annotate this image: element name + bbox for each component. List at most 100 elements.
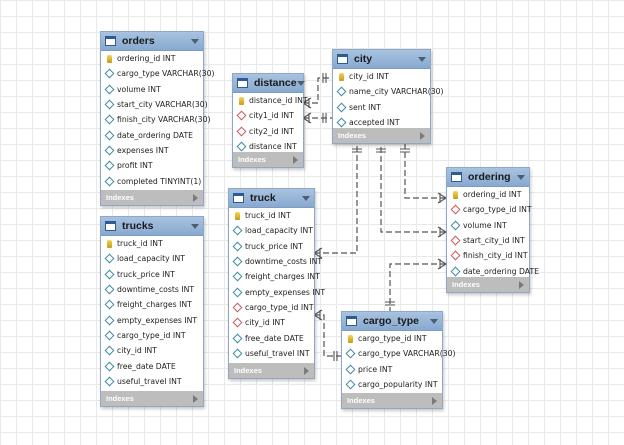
column-row[interactable]: downtime_costs INT bbox=[101, 282, 203, 297]
column-row[interactable]: empty_expenses INT bbox=[229, 284, 325, 299]
column-row[interactable]: distance INT bbox=[233, 139, 303, 154]
indexes-footer[interactable]: Indexes bbox=[101, 190, 203, 205]
expand-arrow-icon[interactable] bbox=[193, 193, 198, 202]
column-row[interactable]: distance_id INT bbox=[233, 93, 308, 108]
column-label: free_date DATE bbox=[117, 361, 176, 371]
column-row[interactable]: finish_city_id INT bbox=[447, 248, 529, 263]
table-header[interactable]: truck bbox=[229, 189, 314, 208]
column-row[interactable]: start_city VARCHAR(30) bbox=[101, 97, 208, 112]
column-row[interactable]: city_id INT bbox=[101, 343, 203, 358]
indexes-footer[interactable]: Indexes bbox=[233, 152, 303, 167]
column-row[interactable]: useful_travel INT bbox=[229, 346, 314, 361]
column-diamond-icon bbox=[336, 102, 347, 113]
column-row[interactable]: ordering_id INT bbox=[101, 51, 203, 66]
collapse-arrow-icon[interactable] bbox=[191, 223, 199, 229]
column-diamond-icon bbox=[232, 287, 243, 298]
column-row[interactable]: volume INT bbox=[447, 218, 529, 233]
indexes-footer[interactable]: Indexes bbox=[342, 393, 442, 408]
column-row[interactable]: freight_charges INT bbox=[101, 297, 203, 312]
column-row[interactable]: name_city VARCHAR(30) bbox=[333, 84, 444, 99]
column-row[interactable]: truck_id INT bbox=[229, 208, 314, 223]
table-header[interactable]: distance bbox=[233, 74, 305, 93]
column-row[interactable]: free_date DATE bbox=[229, 330, 314, 345]
rel-ordering-city-2 bbox=[380, 143, 446, 233]
column-row[interactable]: cargo_type_id INT bbox=[101, 328, 203, 343]
column-row[interactable]: sent INT bbox=[333, 100, 430, 115]
column-row[interactable]: truck_price INT bbox=[101, 267, 203, 282]
indexes-label: Indexes bbox=[106, 193, 134, 202]
column-row[interactable]: expenses INT bbox=[101, 143, 203, 158]
column-row[interactable]: city2_id INT bbox=[233, 124, 303, 139]
column-row[interactable]: cargo_type VARCHAR(30) bbox=[101, 66, 215, 81]
icon-shape bbox=[450, 204, 461, 215]
table-header[interactable]: orders bbox=[101, 32, 203, 51]
expand-arrow-icon[interactable] bbox=[304, 366, 309, 375]
table-header[interactable]: cargo_type bbox=[342, 312, 442, 331]
column-diamond-icon bbox=[336, 86, 347, 97]
collapse-arrow-icon[interactable] bbox=[302, 195, 310, 201]
column-label: free_date DATE bbox=[245, 333, 304, 343]
column-row[interactable]: free_date DATE bbox=[101, 358, 203, 373]
column-row[interactable]: volume INT bbox=[101, 82, 203, 97]
indexes-footer[interactable]: Indexes bbox=[447, 277, 529, 292]
column-row[interactable]: price INT bbox=[342, 362, 442, 377]
expand-arrow-icon[interactable] bbox=[420, 131, 425, 140]
column-row[interactable]: date_ordering DATE bbox=[447, 263, 539, 278]
column-row[interactable]: cargo_type VARCHAR(30) bbox=[342, 346, 456, 361]
column-row[interactable]: profit INT bbox=[101, 158, 203, 173]
collapse-arrow-icon[interactable] bbox=[296, 80, 305, 86]
column-row[interactable]: freight_charges INT bbox=[229, 269, 320, 284]
expand-arrow-icon[interactable] bbox=[193, 394, 198, 403]
indexes-footer[interactable]: Indexes bbox=[101, 391, 203, 406]
collapse-arrow-icon[interactable] bbox=[517, 174, 525, 180]
column-label: empty_expenses INT bbox=[117, 315, 198, 325]
expand-arrow-icon[interactable] bbox=[432, 396, 437, 405]
column-row[interactable]: truck_id INT bbox=[101, 236, 203, 251]
column-row[interactable]: load_capacity INT bbox=[229, 223, 314, 238]
column-row[interactable]: completed TINYINT(1) bbox=[101, 173, 203, 188]
icon-shape bbox=[104, 253, 115, 264]
column-diamond-icon bbox=[104, 361, 115, 371]
column-row[interactable]: accepted INT bbox=[333, 115, 430, 130]
collapse-arrow-icon[interactable] bbox=[430, 318, 438, 324]
table-header[interactable]: ordering bbox=[447, 168, 529, 187]
column-label: cargo_popularity INT bbox=[358, 380, 438, 390]
column-row[interactable]: start_city_id INT bbox=[447, 233, 529, 248]
column-row[interactable]: ordering_id INT bbox=[447, 187, 529, 202]
column-row[interactable]: cargo_type_id INT bbox=[447, 202, 532, 217]
table-header[interactable]: trucks bbox=[101, 217, 203, 236]
column-label: useful_travel INT bbox=[245, 348, 310, 358]
column-row[interactable]: cargo_type_id INT bbox=[342, 331, 442, 346]
table-header[interactable]: city bbox=[333, 50, 430, 69]
column-row[interactable]: cargo_type_id INT bbox=[229, 300, 314, 315]
column-row[interactable]: empty_expenses INT bbox=[101, 312, 203, 327]
column-row[interactable]: city1_id INT bbox=[233, 108, 303, 123]
column-label: date_ordering DATE bbox=[117, 130, 194, 140]
column-label: profit INT bbox=[117, 161, 153, 171]
column-row[interactable]: cargo_popularity INT bbox=[342, 377, 442, 392]
column-row[interactable]: downtime_costs INT bbox=[229, 254, 322, 269]
indexes-footer[interactable]: Indexes bbox=[229, 363, 314, 378]
column-row[interactable]: finish_city VARCHAR(30) bbox=[101, 112, 210, 127]
icon-shape bbox=[235, 211, 240, 220]
column-row[interactable]: load_capacity INT bbox=[101, 251, 203, 266]
column-row[interactable]: useful_travel INT bbox=[101, 374, 203, 389]
indexes-footer[interactable]: Indexes bbox=[333, 128, 430, 143]
column-row[interactable]: truck_price INT bbox=[229, 239, 314, 254]
expand-arrow-icon[interactable] bbox=[519, 280, 524, 289]
column-row[interactable]: city_id INT bbox=[333, 69, 430, 84]
column-row[interactable]: city_id INT bbox=[229, 315, 314, 330]
column-row[interactable]: date_ordering DATE bbox=[101, 127, 203, 142]
expand-arrow-icon[interactable] bbox=[293, 155, 298, 164]
collapse-arrow-icon[interactable] bbox=[418, 56, 426, 62]
table-icon bbox=[233, 193, 244, 203]
collapse-arrow-icon[interactable] bbox=[191, 38, 199, 44]
